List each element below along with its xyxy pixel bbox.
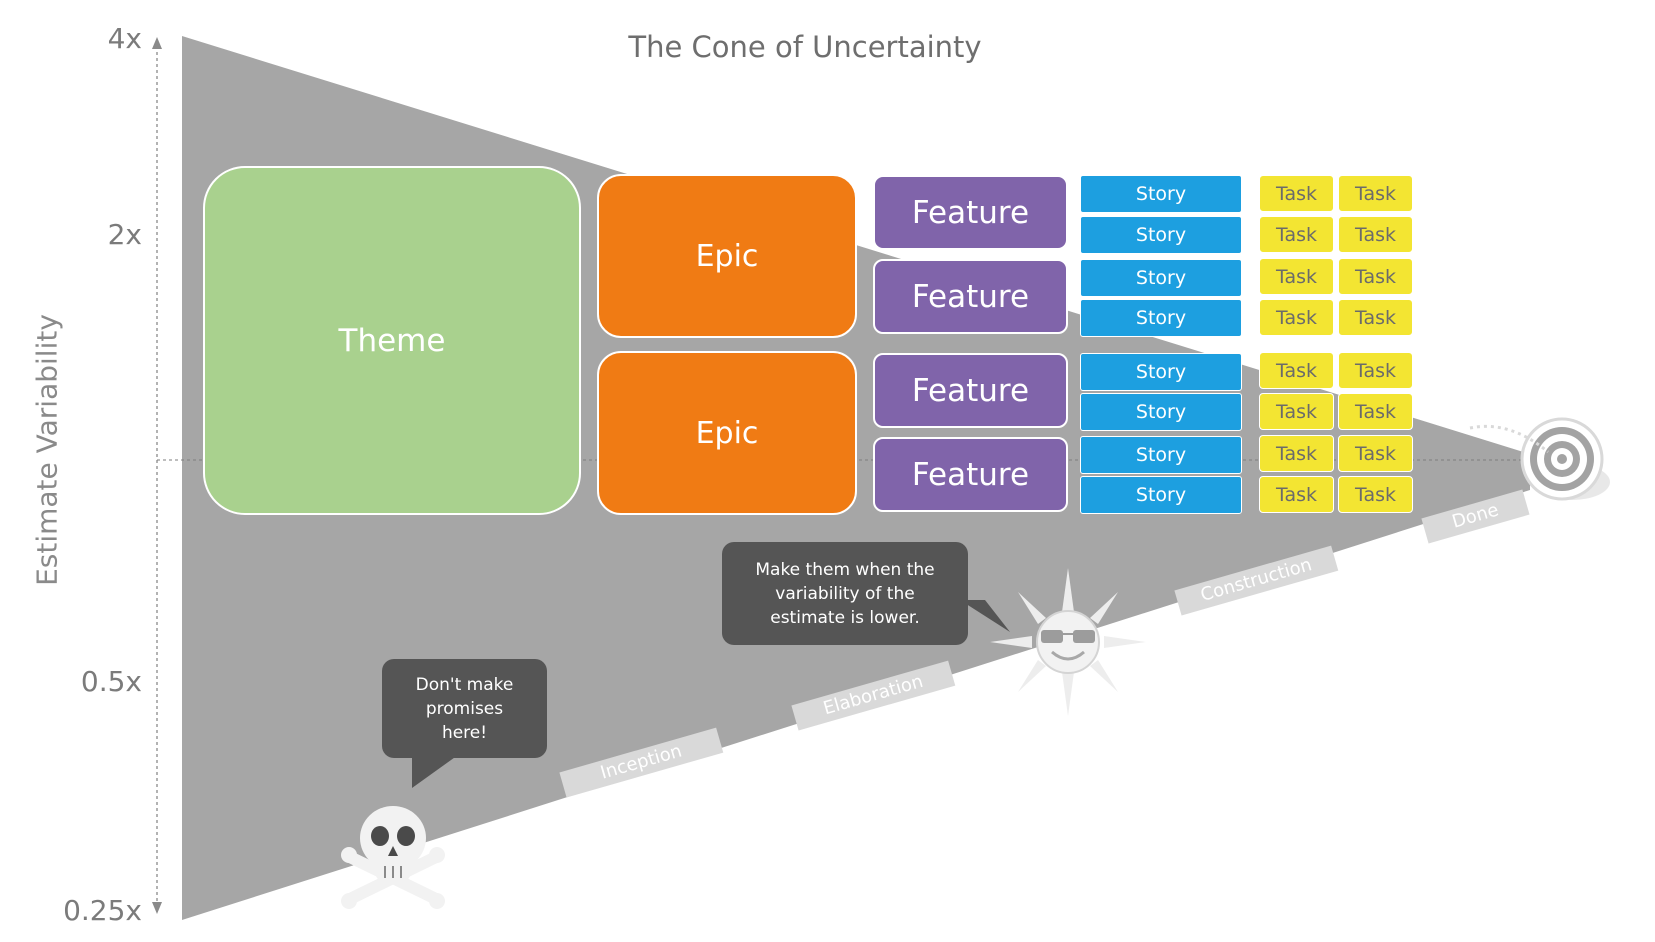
- story-box: Story: [1080, 216, 1242, 254]
- task-box: Task: [1259, 476, 1334, 513]
- y-axis-title: Estimate Variability: [30, 314, 64, 586]
- callout-advice: Make them when the variability of the es…: [722, 542, 968, 645]
- story-box: Story: [1080, 175, 1242, 213]
- task-box: Task: [1259, 393, 1334, 430]
- axis-arrow-up: [152, 37, 162, 49]
- task-box: Task: [1338, 258, 1413, 295]
- feature-box: Feature: [873, 175, 1068, 250]
- story-box: Story: [1080, 353, 1242, 391]
- task-box: Task: [1338, 435, 1413, 472]
- theme-box: Theme: [203, 166, 581, 515]
- story-box: Story: [1080, 393, 1242, 431]
- story-box: Story: [1080, 436, 1242, 474]
- task-box: Task: [1259, 216, 1334, 253]
- task-box: Task: [1259, 352, 1334, 389]
- callout-tail-warning: [412, 755, 458, 788]
- callout-warning: Don't make promises here!: [382, 659, 547, 758]
- feature-box: Feature: [873, 437, 1068, 512]
- task-box: Task: [1259, 299, 1334, 336]
- task-box: Task: [1259, 435, 1334, 472]
- target-icon: [1469, 417, 1610, 501]
- epic-box: Epic: [597, 351, 857, 515]
- task-box: Task: [1338, 393, 1413, 430]
- y-tick-0-5x: 0.5x: [80, 665, 142, 698]
- feature-box: Feature: [873, 259, 1068, 334]
- feature-box: Feature: [873, 353, 1068, 428]
- epic-box: Epic: [597, 174, 857, 338]
- task-box: Task: [1259, 175, 1334, 212]
- task-box: Task: [1338, 175, 1413, 212]
- task-box: Task: [1338, 352, 1413, 389]
- sunglasses-sun-icon: [990, 568, 1146, 716]
- callout-tail-advice: [960, 600, 1010, 632]
- y-tick-2x: 2x: [107, 218, 142, 251]
- axis-arrow-down: [152, 902, 162, 914]
- y-tick-4x: 4x: [107, 22, 142, 55]
- story-box: Story: [1080, 476, 1242, 514]
- task-box: Task: [1259, 258, 1334, 295]
- y-tick-0-25x: 0.25x: [63, 894, 142, 927]
- story-box: Story: [1080, 299, 1242, 337]
- skull-crossbones-icon: [341, 806, 445, 909]
- task-box: Task: [1338, 476, 1413, 513]
- task-box: Task: [1338, 216, 1413, 253]
- diagram-title: The Cone of Uncertainty: [628, 30, 982, 64]
- task-box: Task: [1338, 299, 1413, 336]
- story-box: Story: [1080, 259, 1242, 297]
